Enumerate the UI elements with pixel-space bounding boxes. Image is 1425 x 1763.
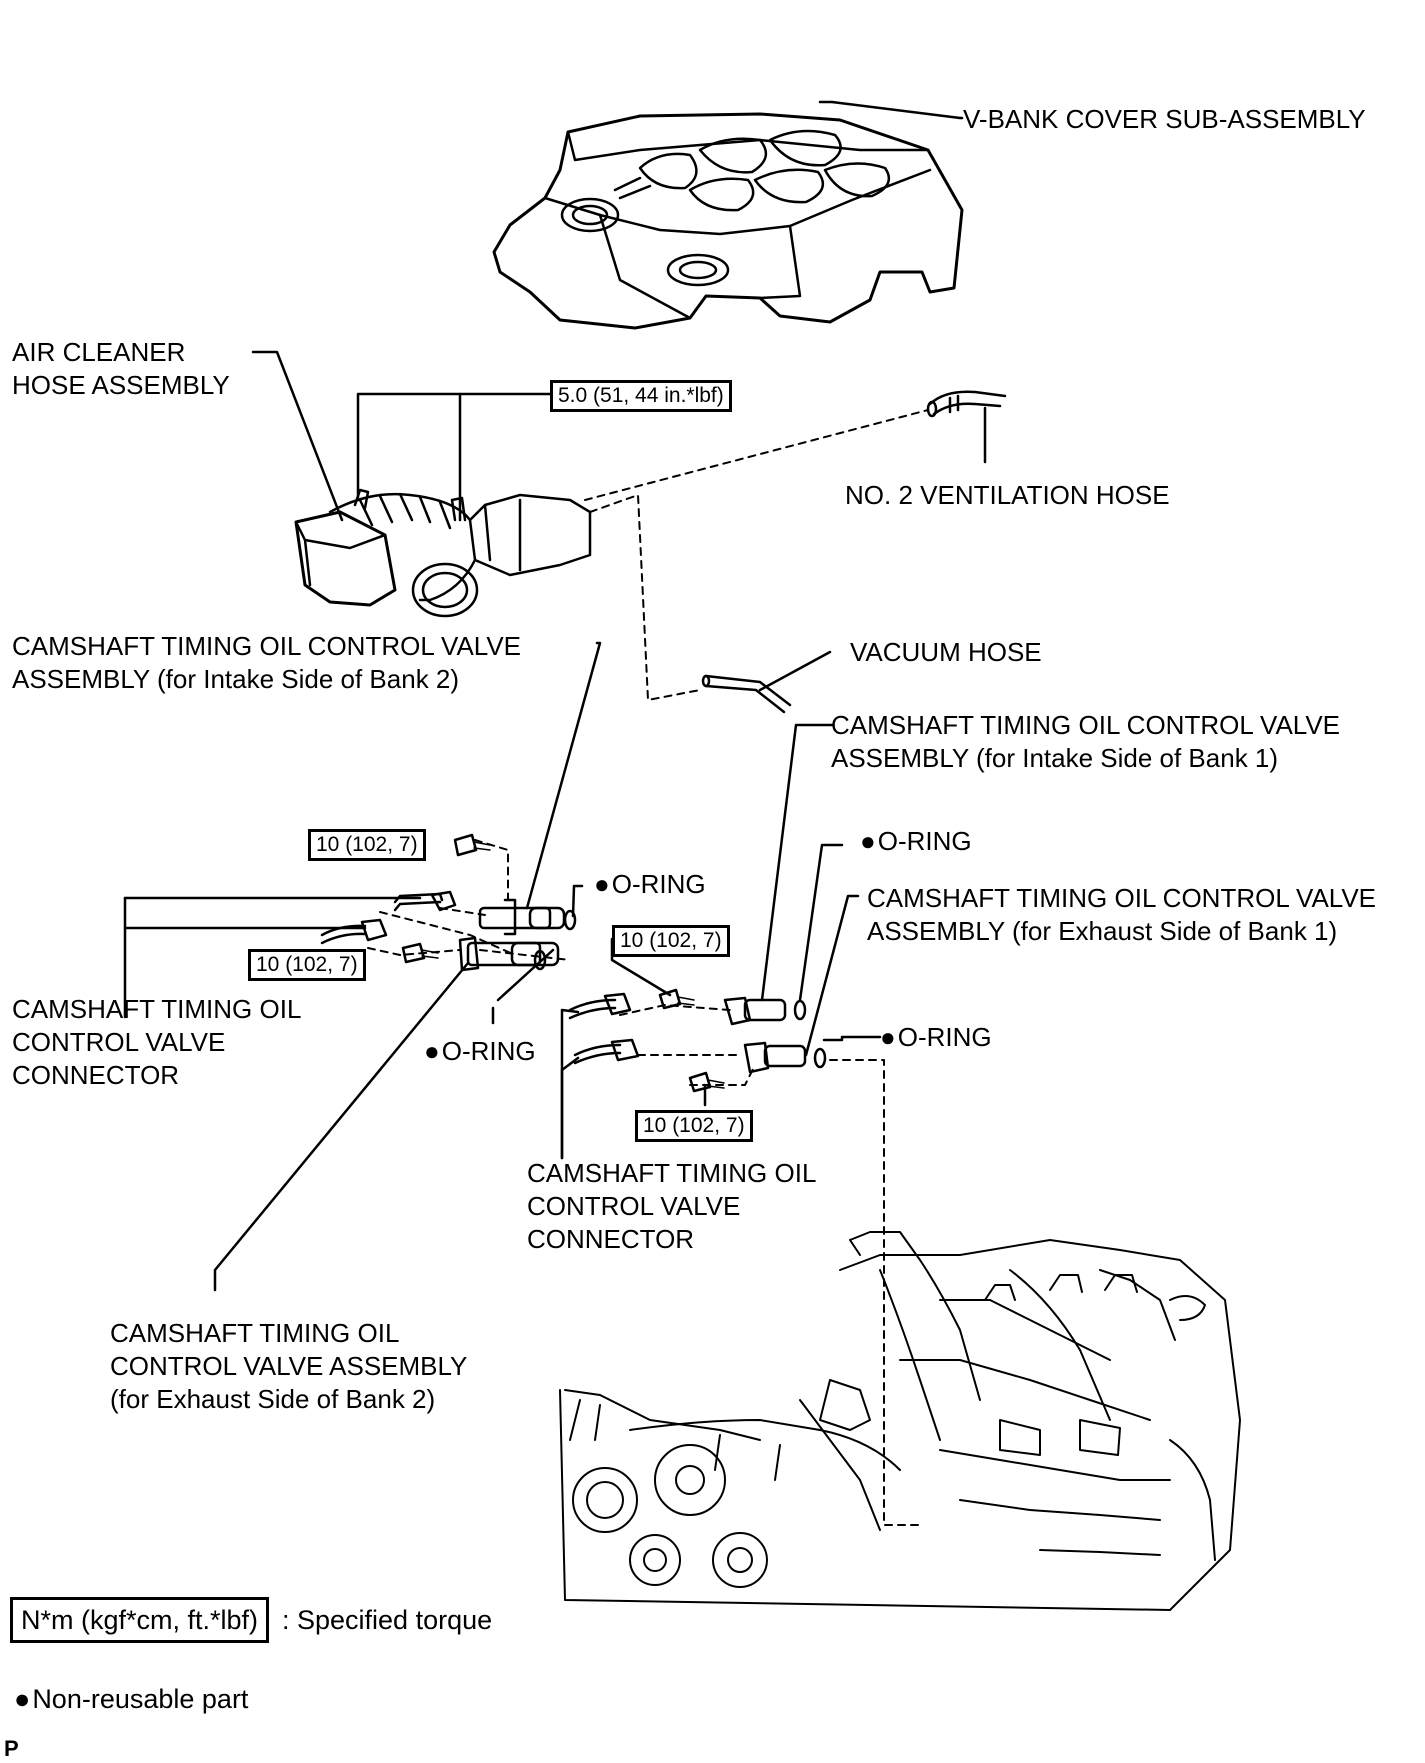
label-connector-left-line2: CONTROL VALVE bbox=[12, 1027, 226, 1057]
engine-drawing bbox=[560, 1232, 1240, 1610]
label-air-cleaner-line2: HOSE ASSEMBLY bbox=[12, 370, 230, 400]
label-connector-left-line3: CONNECTOR bbox=[12, 1060, 180, 1090]
torque-box-bolt-exhaust-bank2: 10 (102, 7) bbox=[248, 949, 366, 981]
bank2-parts-drawing bbox=[322, 835, 575, 970]
label-v-bank-cover: V-BANK COVER SUB-ASSEMBLY bbox=[963, 104, 1366, 134]
label-connector-right-line1: CAMSHAFT TIMING OIL bbox=[527, 1158, 817, 1188]
ventilation-hose-drawing bbox=[928, 392, 1005, 416]
label-connector-left-line1: CAMSHAFT TIMING OIL bbox=[12, 994, 302, 1024]
label-o-ring-exhaust-bank1: O-RING bbox=[880, 1021, 992, 1054]
v-bank-cover-drawing bbox=[494, 114, 962, 328]
legend-torque-box: N*m (kgf*cm, ft.*lbf) bbox=[10, 1597, 270, 1643]
label-connector-right-line3: CONNECTOR bbox=[527, 1224, 695, 1254]
corner-code: P bbox=[4, 1736, 19, 1761]
torque-box-air-cleaner: 5.0 (51, 44 in.*lbf) bbox=[550, 380, 732, 412]
label-ocv-intake-bank1-line2: ASSEMBLY (for Intake Side of Bank 1) bbox=[831, 743, 1279, 773]
label-vacuum-hose: VACUUM HOSE bbox=[850, 637, 1042, 667]
air-cleaner-hose-drawing bbox=[296, 490, 590, 616]
label-connector-right-line2: CONTROL VALVE bbox=[527, 1191, 741, 1221]
label-ocv-intake-bank2-line1: CAMSHAFT TIMING OIL CONTROL VALVE bbox=[12, 631, 522, 661]
label-ventilation-hose: NO. 2 VENTILATION HOSE bbox=[845, 480, 1170, 510]
label-o-ring-intake-bank2: O-RING bbox=[594, 868, 706, 901]
legend-non-reusable: Non-reusable part bbox=[14, 1683, 248, 1716]
leader-lines bbox=[125, 102, 985, 1290]
label-ocv-intake-bank2-line2: ASSEMBLY (for Intake Side of Bank 2) bbox=[12, 664, 460, 694]
label-ocv-exhaust-bank1-line1: CAMSHAFT TIMING OIL CONTROL VALVE bbox=[867, 883, 1377, 913]
label-ocv-exhaust-bank2-line1: CAMSHAFT TIMING OIL bbox=[110, 1318, 400, 1348]
label-air-cleaner-line1: AIR CLEANER bbox=[12, 337, 186, 367]
label-o-ring-exhaust-bank2: O-RING bbox=[424, 1035, 536, 1068]
label-ocv-intake-bank1-line1: CAMSHAFT TIMING OIL CONTROL VALVE bbox=[831, 710, 1341, 740]
torque-box-bolt-intake-bank2: 10 (102, 7) bbox=[308, 829, 426, 861]
bank1-parts-drawing bbox=[570, 990, 825, 1091]
torque-box-bolt-intake-bank1: 10 (102, 7) bbox=[612, 925, 730, 957]
label-ocv-exhaust-bank1-line2: ASSEMBLY (for Exhaust Side of Bank 1) bbox=[867, 916, 1338, 946]
torque-box-bolt-exhaust-bank1: 10 (102, 7) bbox=[635, 1110, 753, 1142]
legend-torque-desc: : Specified torque bbox=[282, 1605, 493, 1635]
vacuum-hose-drawing bbox=[703, 676, 790, 712]
label-ocv-exhaust-bank2-line3: (for Exhaust Side of Bank 2) bbox=[110, 1384, 436, 1414]
label-o-ring-intake-bank1: O-RING bbox=[860, 825, 972, 858]
label-ocv-exhaust-bank2-line2: CONTROL VALVE ASSEMBLY bbox=[110, 1351, 468, 1381]
